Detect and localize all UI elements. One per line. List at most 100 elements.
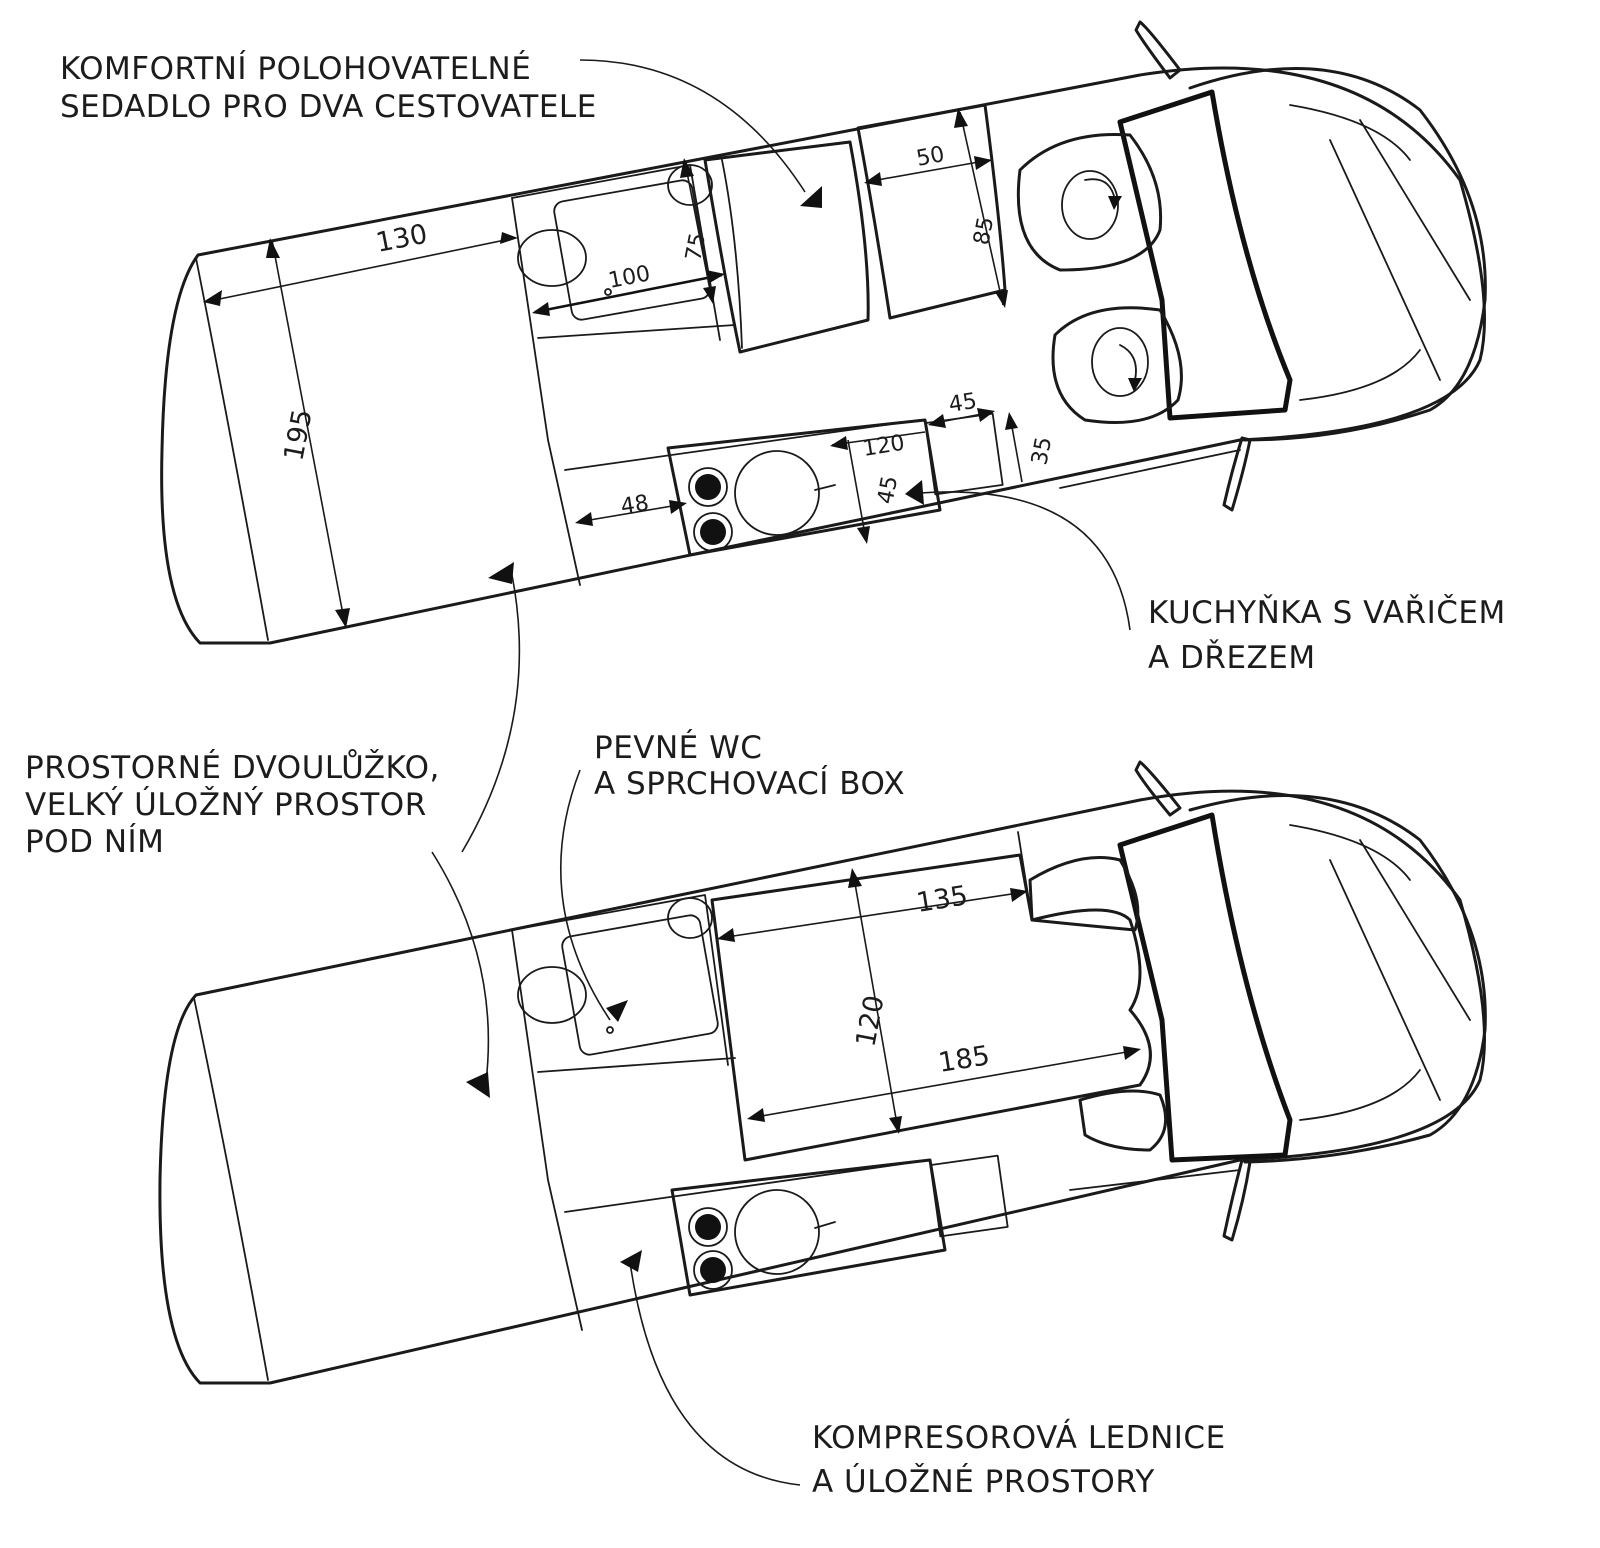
top-van-body-outline xyxy=(160,66,1486,645)
top-van-windshield xyxy=(1117,89,1293,421)
kitchen-leader-line xyxy=(919,491,1131,631)
bottom-van-mirror-left xyxy=(1134,760,1182,817)
wc-leader-line xyxy=(560,769,611,1021)
top-dim-85-label: 85 xyxy=(969,215,999,247)
bottom-dim-arrow-135-right xyxy=(1010,888,1028,902)
bottom-burner-2-ring xyxy=(693,1250,733,1290)
bottom-wash-divider xyxy=(511,894,729,1066)
bottom-dim-line-135 xyxy=(719,891,1026,939)
top-dim-line-100 xyxy=(534,273,723,314)
fridge-leader-line xyxy=(629,1261,801,1486)
top-van-plan: 130 195 100 75 50 85 120 45 48 xyxy=(160,20,1487,645)
seat-leader-arrow-icon xyxy=(800,186,822,208)
top-toilet xyxy=(517,229,587,287)
bottom-wash-basin xyxy=(667,897,713,939)
bottom-van-rear-line xyxy=(193,997,269,1381)
bed-leader-line-lower xyxy=(431,851,490,1083)
top-cab-seat-lower-headrest xyxy=(1091,327,1149,397)
top-table xyxy=(856,103,1007,320)
bottom-bed-mattress xyxy=(710,853,1152,1162)
top-van-mirror-left xyxy=(1134,20,1182,80)
top-dim-arrow-130-left xyxy=(203,290,222,306)
label-wc-line-2: A SPRCHOVACÍ BOX xyxy=(594,766,905,802)
label-kitchen: KUCHYŇKA S VAŘIČEM A DŘEZEM xyxy=(1148,594,1506,676)
leader-lines xyxy=(431,59,1131,1486)
bottom-toilet xyxy=(517,966,587,1024)
label-wc: PEVNÉ WC A SPRCHOVACÍ BOX xyxy=(594,730,905,802)
top-bed-divider xyxy=(511,197,581,586)
bed-leader-arrow-upper-icon xyxy=(488,562,514,584)
bottom-burner-2-icon xyxy=(700,1257,726,1283)
top-dim-arrow-48-right xyxy=(669,500,687,514)
bottom-van-mirror-right xyxy=(1222,1158,1252,1242)
label-bed-line-3: POD NÍM xyxy=(25,824,164,860)
label-seat-line-2: SEDADLO PRO DVA CESTOVATELE xyxy=(60,89,597,125)
top-dim-130-label: 130 xyxy=(373,219,430,259)
bottom-kitchen-top-line xyxy=(564,1159,931,1213)
top-dim-48-label: 48 xyxy=(619,491,651,520)
label-bed-line-1: PROSTORNÉ DVOULŮŽKO, xyxy=(25,749,440,786)
top-dim-line-45-counter xyxy=(847,439,867,541)
bottom-dim-185-label: 185 xyxy=(936,1040,992,1079)
bottom-dim-120-label: 120 xyxy=(850,993,890,1050)
label-bed-line-2: VELKÝ ÚLOŽNÝ PROSTOR xyxy=(25,786,427,823)
seat-leader-line xyxy=(579,59,806,193)
top-dim-arrow-48-left xyxy=(575,512,593,526)
top-burner-2-icon xyxy=(700,519,726,545)
top-dim-arrow-130-right xyxy=(500,232,518,244)
top-dim-arrow-100-right xyxy=(706,270,725,284)
label-fridge-line-1: KOMPRESOROVÁ LEDNICE xyxy=(812,1420,1226,1456)
top-swivel-arrowhead-lower-icon xyxy=(1128,378,1142,392)
top-dim-arrow-50-left xyxy=(864,172,882,186)
top-dim-arrow-45-fridge-right xyxy=(977,408,995,422)
top-dim-arrow-75-top xyxy=(680,158,694,178)
top-dim-line-130 xyxy=(204,237,516,303)
bottom-shower-tray xyxy=(561,914,719,1056)
top-van-mirror-right xyxy=(1222,436,1252,512)
top-dim-35-label: 35 xyxy=(1027,435,1057,467)
top-dim-line-195 xyxy=(271,239,346,626)
label-wc-line-1: PEVNÉ WC xyxy=(594,730,762,766)
label-seat-line-1: KOMFORTNÍ POLOHOVATELNÉ xyxy=(60,51,531,87)
bottom-fridge-box xyxy=(929,1154,1009,1238)
bottom-van-plan: 135 120 185 xyxy=(158,760,1487,1385)
bottom-dim-line-185 xyxy=(749,1049,1139,1119)
bottom-van-cab xyxy=(1188,793,1487,1164)
top-burner-2-ring xyxy=(693,512,733,552)
wc-leader-arrow-icon xyxy=(606,1000,628,1022)
top-dim-arrow-195-bottom xyxy=(335,608,350,628)
top-van-rear-line xyxy=(195,257,269,641)
label-fridge: KOMPRESOROVÁ LEDNICE A ÚLOŽNÉ PROSTORY xyxy=(812,1420,1226,1500)
bottom-dim-arrow-135-left xyxy=(717,928,735,942)
top-dim-line-85 xyxy=(959,111,1004,306)
top-shower-tray xyxy=(553,179,711,321)
top-dim-line-75 xyxy=(684,161,713,301)
top-dim-line-48 xyxy=(577,503,685,523)
bottom-dim-arrow-120-top xyxy=(848,868,862,888)
bottom-burner-1-ring xyxy=(688,1207,728,1247)
kitchen-leader-arrow-icon xyxy=(905,480,924,505)
label-kitchen-line-2: A DŘEZEM xyxy=(1148,640,1316,676)
top-sink xyxy=(734,450,820,536)
bottom-dim-arrow-185-left xyxy=(747,1108,765,1122)
top-dim-arrow-50-right xyxy=(974,156,992,170)
bottom-van-body-outline xyxy=(158,789,1486,1385)
top-dim-120-label: 120 xyxy=(861,431,906,462)
top-dim-arrow-100-left xyxy=(532,302,550,316)
bottom-sink xyxy=(734,1189,820,1275)
top-dim-line-120 xyxy=(831,431,926,446)
top-cab-seat-upper-headrest xyxy=(1061,170,1119,240)
bottom-aisle-line xyxy=(537,1057,736,1073)
top-dim-arrow-195-top xyxy=(266,238,280,258)
label-kitchen-line-1: KUCHYŇKA S VAŘIČEM xyxy=(1148,594,1506,631)
bottom-dim-arrow-120-bottom xyxy=(889,1116,902,1134)
top-swivel-arrow-lower-icon xyxy=(1119,344,1137,381)
top-van-cab xyxy=(1188,67,1487,442)
top-dim-arrow-45-counter-bottom xyxy=(857,526,870,544)
top-seat-bench xyxy=(703,140,870,354)
top-dim-arrow-35-top xyxy=(1005,412,1018,430)
bed-leader-line-upper xyxy=(461,574,521,853)
bottom-van-windshield xyxy=(1117,812,1293,1163)
top-dim-75-label: 75 xyxy=(681,231,711,263)
top-dim-arrow-75-bottom xyxy=(703,286,716,304)
